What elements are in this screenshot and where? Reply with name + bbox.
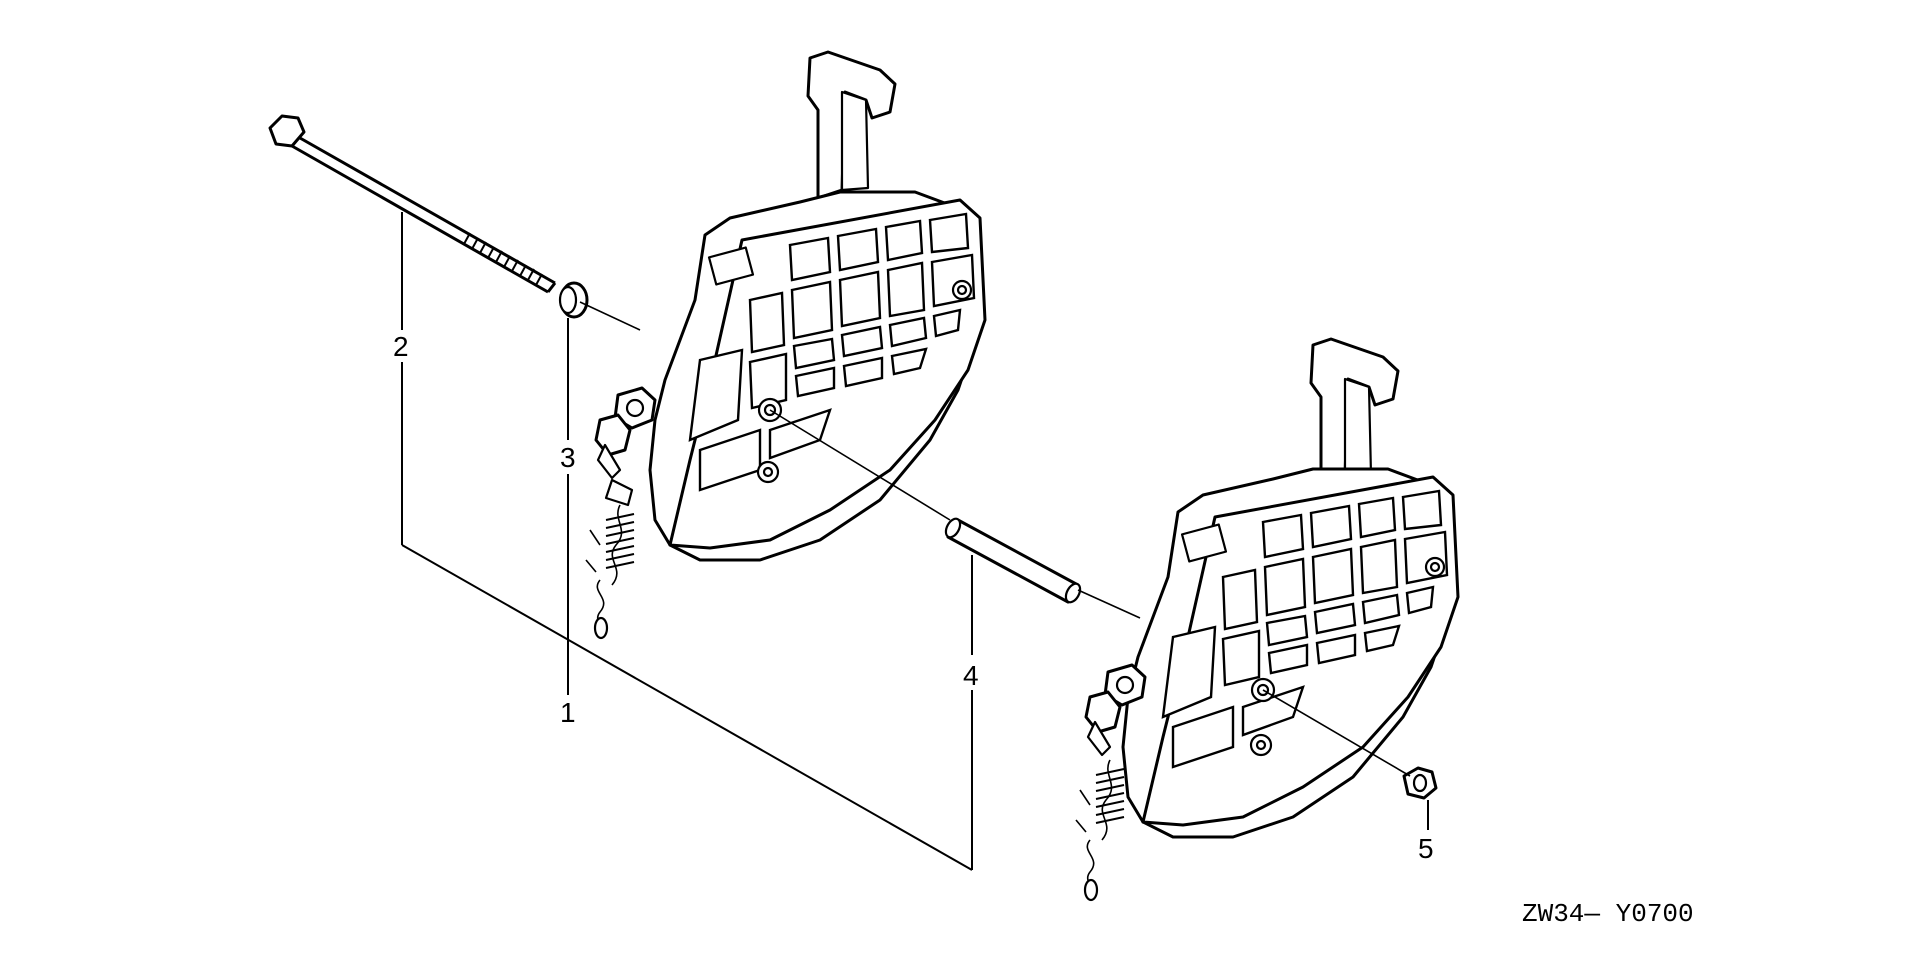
collar-spacer bbox=[944, 517, 1082, 604]
remote-control-box-upper bbox=[585, 50, 987, 640]
assembly-guide-lines bbox=[579, 301, 1411, 777]
hex-nut bbox=[1402, 766, 1438, 800]
callout-3: 3 bbox=[560, 442, 576, 473]
key-and-lanyard-lower bbox=[1075, 663, 1147, 902]
callout-1: 1 bbox=[560, 697, 576, 728]
callout-leader-lines bbox=[401, 212, 1429, 871]
remote-control-box-lower bbox=[1075, 337, 1460, 902]
diagram-reference-code: ZW34— Y0700 bbox=[1522, 899, 1694, 929]
key-and-lanyard-upper bbox=[585, 386, 657, 640]
washer bbox=[558, 281, 589, 319]
callout-5: 5 bbox=[1418, 833, 1434, 864]
callout-4: 4 bbox=[963, 660, 979, 691]
callout-2: 2 bbox=[393, 331, 409, 362]
long-bolt bbox=[268, 114, 557, 294]
